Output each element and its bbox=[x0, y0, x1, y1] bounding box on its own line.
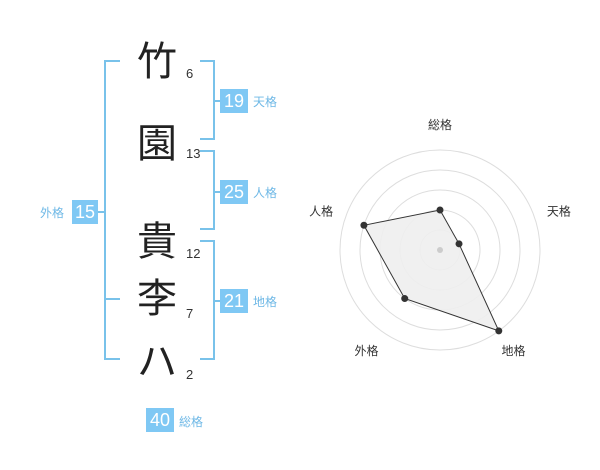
stroke-count-2: 13 bbox=[186, 146, 201, 161]
radar-ring-5 bbox=[339, 149, 541, 351]
name-char-3: 貴 bbox=[137, 219, 177, 265]
stroke-count-4: 7 bbox=[186, 306, 194, 321]
name-char-1: 竹 bbox=[137, 39, 177, 85]
jinkaku-bracket bbox=[200, 150, 215, 230]
radar-axis-label-1: 総格 bbox=[428, 117, 452, 132]
jinkaku-connector bbox=[213, 191, 222, 193]
radar-axis-label-5: 人格 bbox=[309, 203, 333, 218]
radar-point-5 bbox=[360, 221, 368, 229]
jinkaku-value-badge: 25 bbox=[220, 180, 248, 204]
name-char-5: ハ bbox=[137, 339, 177, 385]
soukaku-value-badge: 40 bbox=[146, 408, 174, 432]
chikaku-label: 地格 bbox=[253, 295, 278, 309]
name-char-4: 李 bbox=[137, 276, 177, 322]
radar-axis-label-3: 地格 bbox=[501, 343, 525, 358]
name-char-2: 園 bbox=[137, 121, 177, 167]
jinkaku-label: 人格 bbox=[253, 186, 278, 200]
soukaku-label: 総格 bbox=[179, 415, 204, 429]
gaikaku-bracket bbox=[104, 60, 120, 360]
radar-point-2 bbox=[455, 240, 463, 248]
chikaku-value-badge: 21 bbox=[220, 289, 248, 313]
tenkaku-value-badge: 19 bbox=[220, 89, 248, 113]
gaikaku-label: 外格 bbox=[40, 206, 65, 220]
tenkaku-connector bbox=[213, 100, 222, 102]
stroke-count-5: 2 bbox=[186, 367, 194, 382]
gaikaku-connector bbox=[96, 211, 106, 213]
stroke-count-3: 12 bbox=[186, 246, 201, 261]
chikaku-connector bbox=[213, 300, 222, 302]
radar-axis-label-4: 外格 bbox=[355, 343, 379, 358]
stroke-count-1: 6 bbox=[186, 66, 194, 81]
radar-center-dot bbox=[437, 247, 443, 253]
radar-point-3 bbox=[495, 327, 503, 335]
radar-point-4 bbox=[401, 295, 409, 303]
radar-point-1 bbox=[436, 206, 444, 214]
tenkaku-label: 天格 bbox=[253, 95, 278, 109]
radar-ring-4 bbox=[359, 169, 521, 331]
gaikaku-value-badge: 15 bbox=[72, 200, 98, 224]
gaikaku-bracket-divider bbox=[104, 298, 120, 300]
radar-axis-label-2: 天格 bbox=[547, 203, 571, 218]
radar-area bbox=[363, 209, 500, 332]
